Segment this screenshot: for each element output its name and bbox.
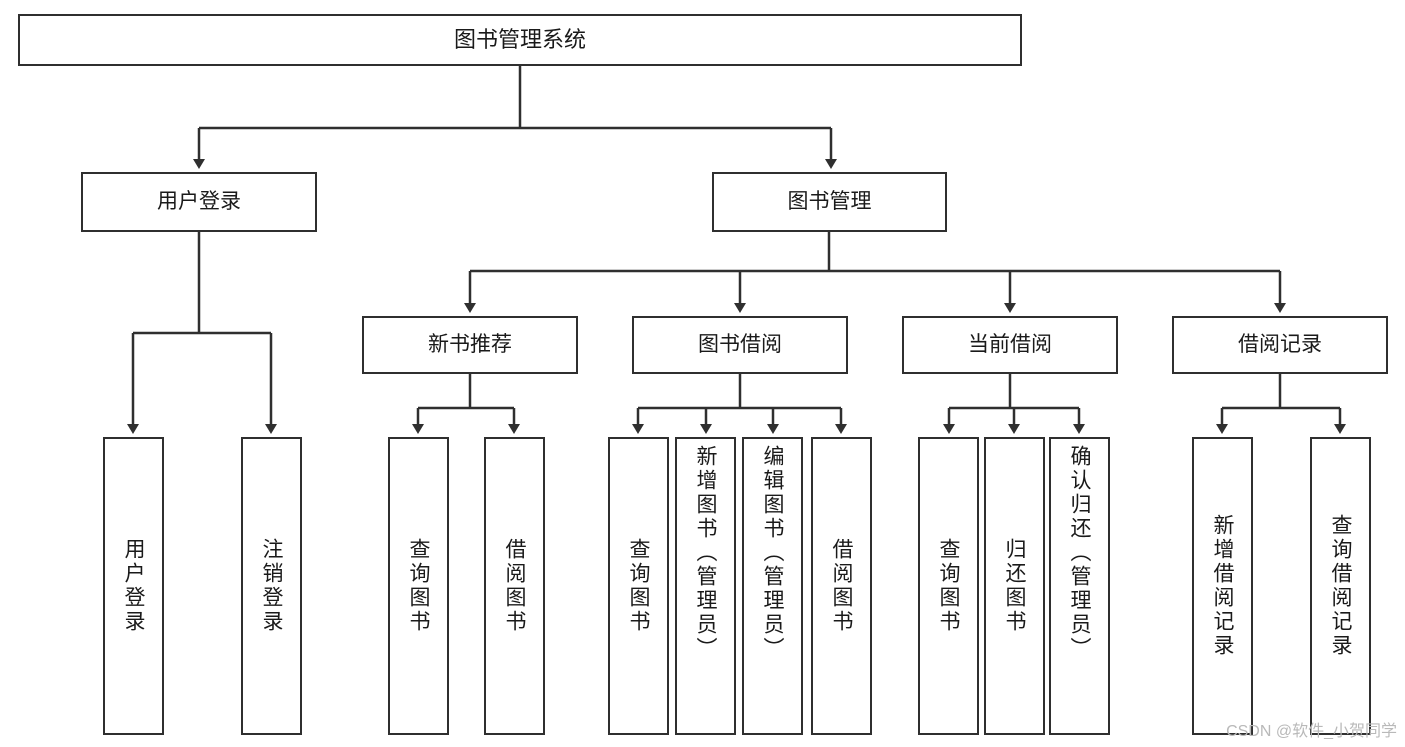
node-label: 图书管理 bbox=[787, 189, 872, 213]
node-label: 图书管理系统 bbox=[453, 27, 586, 53]
leaf-user-login[interactable]: 用户登录 bbox=[103, 437, 164, 735]
node-book-management[interactable]: 图书管理 bbox=[712, 172, 947, 232]
node-user-login[interactable]: 用户登录 bbox=[81, 172, 317, 232]
node-label: 图书借阅 bbox=[698, 332, 782, 356]
node-current-borrow[interactable]: 当前借阅 bbox=[902, 316, 1118, 374]
node-label: 确认归还（管理员） bbox=[1068, 445, 1091, 661]
node-label: 借阅记录 bbox=[1238, 332, 1322, 356]
node-borrow-record[interactable]: 借阅记录 bbox=[1172, 316, 1388, 374]
node-label: 借阅图书 bbox=[830, 538, 853, 634]
node-label: 当前借阅 bbox=[968, 332, 1052, 356]
node-label: 注销登录 bbox=[260, 538, 283, 634]
leaf-query-book-borrow[interactable]: 查询图书 bbox=[608, 437, 669, 735]
node-new-book-recommend[interactable]: 新书推荐 bbox=[362, 316, 578, 374]
leaf-query-book-current[interactable]: 查询图书 bbox=[918, 437, 979, 735]
csdn-watermark: CSDN @软件_小贺同学 bbox=[1226, 723, 1397, 740]
leaf-edit-book-admin[interactable]: 编辑图书（管理员） bbox=[742, 437, 803, 735]
leaf-add-book-admin[interactable]: 新增图书（管理员） bbox=[675, 437, 736, 735]
node-label: 查询借阅记录 bbox=[1329, 514, 1352, 658]
leaf-query-borrow-record[interactable]: 查询借阅记录 bbox=[1310, 437, 1371, 735]
leaf-logout-login[interactable]: 注销登录 bbox=[241, 437, 302, 735]
node-label: 新增图书（管理员） bbox=[694, 445, 717, 661]
node-book-borrow[interactable]: 图书借阅 bbox=[632, 316, 848, 374]
leaf-return-book[interactable]: 归还图书 bbox=[984, 437, 1045, 735]
node-label: 查询图书 bbox=[627, 538, 650, 634]
leaf-query-book-recommend[interactable]: 查询图书 bbox=[388, 437, 449, 735]
node-label: 新书推荐 bbox=[428, 332, 512, 356]
node-label: 新增借阅记录 bbox=[1211, 514, 1234, 658]
leaf-borrow-book-recommend[interactable]: 借阅图书 bbox=[484, 437, 545, 735]
node-label: 查询图书 bbox=[407, 538, 430, 634]
leaf-confirm-return-admin[interactable]: 确认归还（管理员） bbox=[1049, 437, 1110, 735]
leaf-borrow-book-borrow[interactable]: 借阅图书 bbox=[811, 437, 872, 735]
leaf-add-borrow-record[interactable]: 新增借阅记录 bbox=[1192, 437, 1253, 735]
node-label: 编辑图书（管理员） bbox=[761, 445, 784, 661]
node-label: 用户登录 bbox=[157, 189, 241, 213]
node-label: 归还图书 bbox=[1003, 538, 1026, 634]
node-label: 借阅图书 bbox=[503, 538, 526, 634]
node-label: 查询图书 bbox=[937, 538, 960, 634]
node-root-book-management-system[interactable]: 图书管理系统 bbox=[18, 14, 1022, 66]
node-label: 用户登录 bbox=[122, 538, 145, 634]
